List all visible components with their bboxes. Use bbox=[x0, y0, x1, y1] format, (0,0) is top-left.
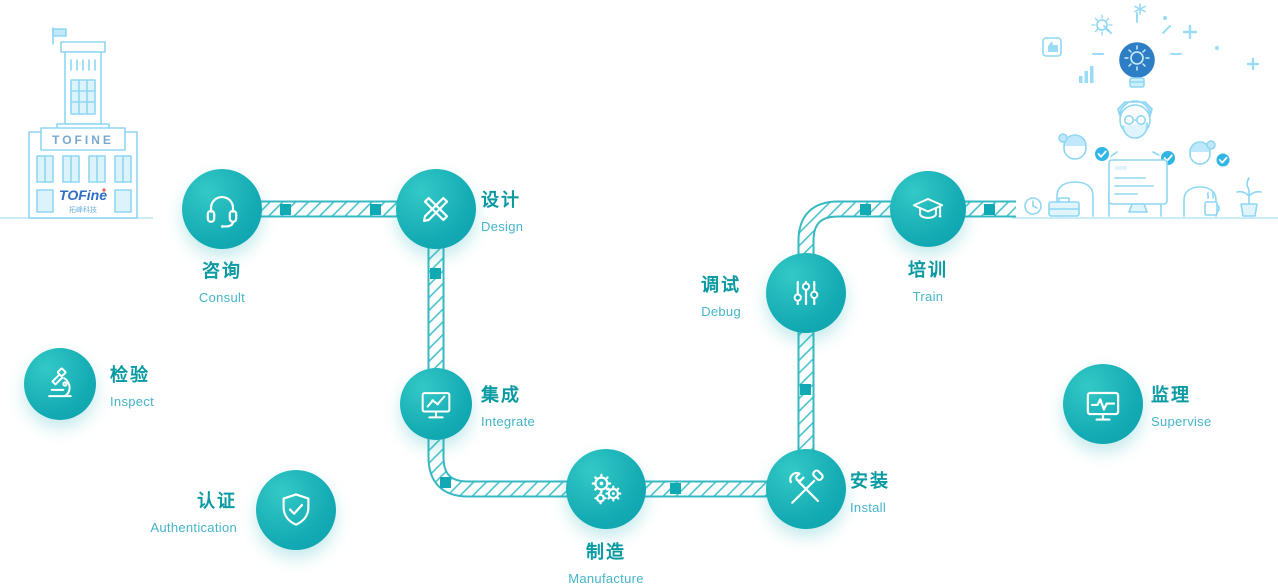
shield-check-icon bbox=[282, 493, 310, 526]
brand-logo-subtext: 拓峰科技 bbox=[69, 205, 97, 214]
brand-logo-text: TOFine bbox=[59, 187, 107, 203]
bar-chart-icon bbox=[1079, 66, 1094, 83]
process-label-consult: 咨询 Consult bbox=[142, 257, 302, 305]
road-marker bbox=[860, 204, 871, 215]
plant-icon bbox=[1236, 177, 1262, 217]
desktop-monitor bbox=[1108, 159, 1168, 213]
clock-icon bbox=[1024, 197, 1042, 215]
process-node-train bbox=[890, 171, 966, 247]
headset-icon bbox=[206, 195, 238, 228]
step-en-label: Install bbox=[850, 500, 887, 515]
step-zh-label: 集成 bbox=[481, 385, 521, 405]
road-marker bbox=[440, 477, 451, 488]
process-label-design: 设计 Design bbox=[481, 186, 523, 234]
process-node-install bbox=[766, 449, 846, 529]
sparkle-icon bbox=[1134, 3, 1146, 15]
support-label-authentication: 认证 Authentication bbox=[77, 487, 237, 535]
step-zh-label: 设计 bbox=[481, 190, 521, 210]
plus-icon bbox=[1182, 24, 1260, 71]
step-zh-label: 咨询 bbox=[202, 261, 242, 281]
building-sign bbox=[40, 127, 126, 151]
sliders-icon bbox=[793, 280, 819, 306]
step-en-label: Consult bbox=[198, 290, 246, 305]
ground-line-right bbox=[1012, 217, 1278, 219]
step-en-label: Train bbox=[912, 289, 944, 304]
light-rays bbox=[1092, 12, 1182, 55]
gears-icon bbox=[591, 473, 622, 505]
process-label-install: 安装 Install bbox=[850, 467, 890, 515]
process-label-manufacture: 制造 Manufacture bbox=[526, 538, 686, 586]
dot-decor bbox=[1163, 16, 1167, 20]
support-label-inspect: 检验 Inspect bbox=[110, 361, 154, 409]
road-marker bbox=[370, 204, 381, 215]
pencil-ruler-icon bbox=[422, 196, 449, 223]
dot-decor bbox=[1215, 46, 1219, 50]
process-node-design bbox=[396, 169, 476, 249]
step-en-label: Design bbox=[481, 219, 524, 234]
process-node-manufacture bbox=[566, 449, 646, 529]
process-node-integrate bbox=[400, 368, 472, 440]
step-en-label: Integrate bbox=[481, 414, 536, 429]
road-marker bbox=[984, 204, 995, 215]
step-zh-label: 监理 bbox=[1151, 385, 1191, 405]
microscope-icon bbox=[48, 367, 72, 398]
road-marker bbox=[670, 483, 681, 494]
check-badge bbox=[1093, 145, 1111, 163]
process-node-consult bbox=[182, 169, 262, 249]
logo-accent-dot bbox=[102, 188, 106, 192]
briefcase-icon bbox=[1048, 197, 1080, 217]
monitor-pulse-icon bbox=[1086, 391, 1120, 421]
support-label-supervise: 监理 Supervise bbox=[1151, 381, 1212, 429]
company-building-illustration: TOFINE TOFine 拓峰科技 bbox=[28, 27, 138, 219]
graduation-cap-icon bbox=[912, 198, 944, 219]
gear-mini-icon bbox=[1091, 14, 1113, 36]
road-marker bbox=[430, 268, 441, 279]
lightbulb-icon bbox=[1119, 42, 1155, 88]
process-node-debug bbox=[766, 253, 846, 333]
road-stripes bbox=[222, 202, 1016, 496]
road-marker bbox=[280, 204, 291, 215]
process-label-debug: 调试 Debug bbox=[591, 271, 741, 319]
support-node-authentication bbox=[256, 470, 336, 550]
step-en-label: Authentication bbox=[150, 520, 237, 535]
step-zh-label: 检验 bbox=[110, 365, 150, 385]
step-zh-label: 调试 bbox=[701, 275, 741, 295]
check-badge bbox=[1214, 151, 1232, 169]
road-marker bbox=[800, 384, 811, 395]
step-zh-label: 认证 bbox=[197, 491, 237, 511]
step-en-label: Supervise bbox=[1151, 414, 1212, 429]
road-border bbox=[222, 200, 1016, 498]
step-en-label: Manufacture bbox=[568, 571, 644, 586]
step-zh-label: 安装 bbox=[850, 471, 890, 491]
support-node-supervise bbox=[1063, 364, 1143, 444]
road-markers bbox=[280, 204, 995, 494]
flag-icon bbox=[52, 28, 67, 37]
process-label-train: 培训 Train bbox=[848, 256, 1008, 304]
step-zh-label: 制造 bbox=[586, 542, 626, 562]
process-label-integrate: 集成 Integrate bbox=[481, 381, 535, 429]
step-en-label: Inspect bbox=[110, 394, 155, 409]
building-sign-text: TOFINE bbox=[52, 133, 114, 147]
step-zh-label: 培训 bbox=[908, 260, 948, 280]
coffee-cup-icon bbox=[1204, 192, 1220, 216]
monitor-chart-icon bbox=[421, 392, 451, 419]
step-en-label: Debug bbox=[701, 304, 741, 319]
wrench-screwdriver-icon bbox=[789, 469, 824, 504]
training-team-illustration bbox=[1024, 3, 1262, 217]
support-node-inspect bbox=[24, 348, 96, 420]
thumbs-up-icon bbox=[1042, 37, 1062, 57]
